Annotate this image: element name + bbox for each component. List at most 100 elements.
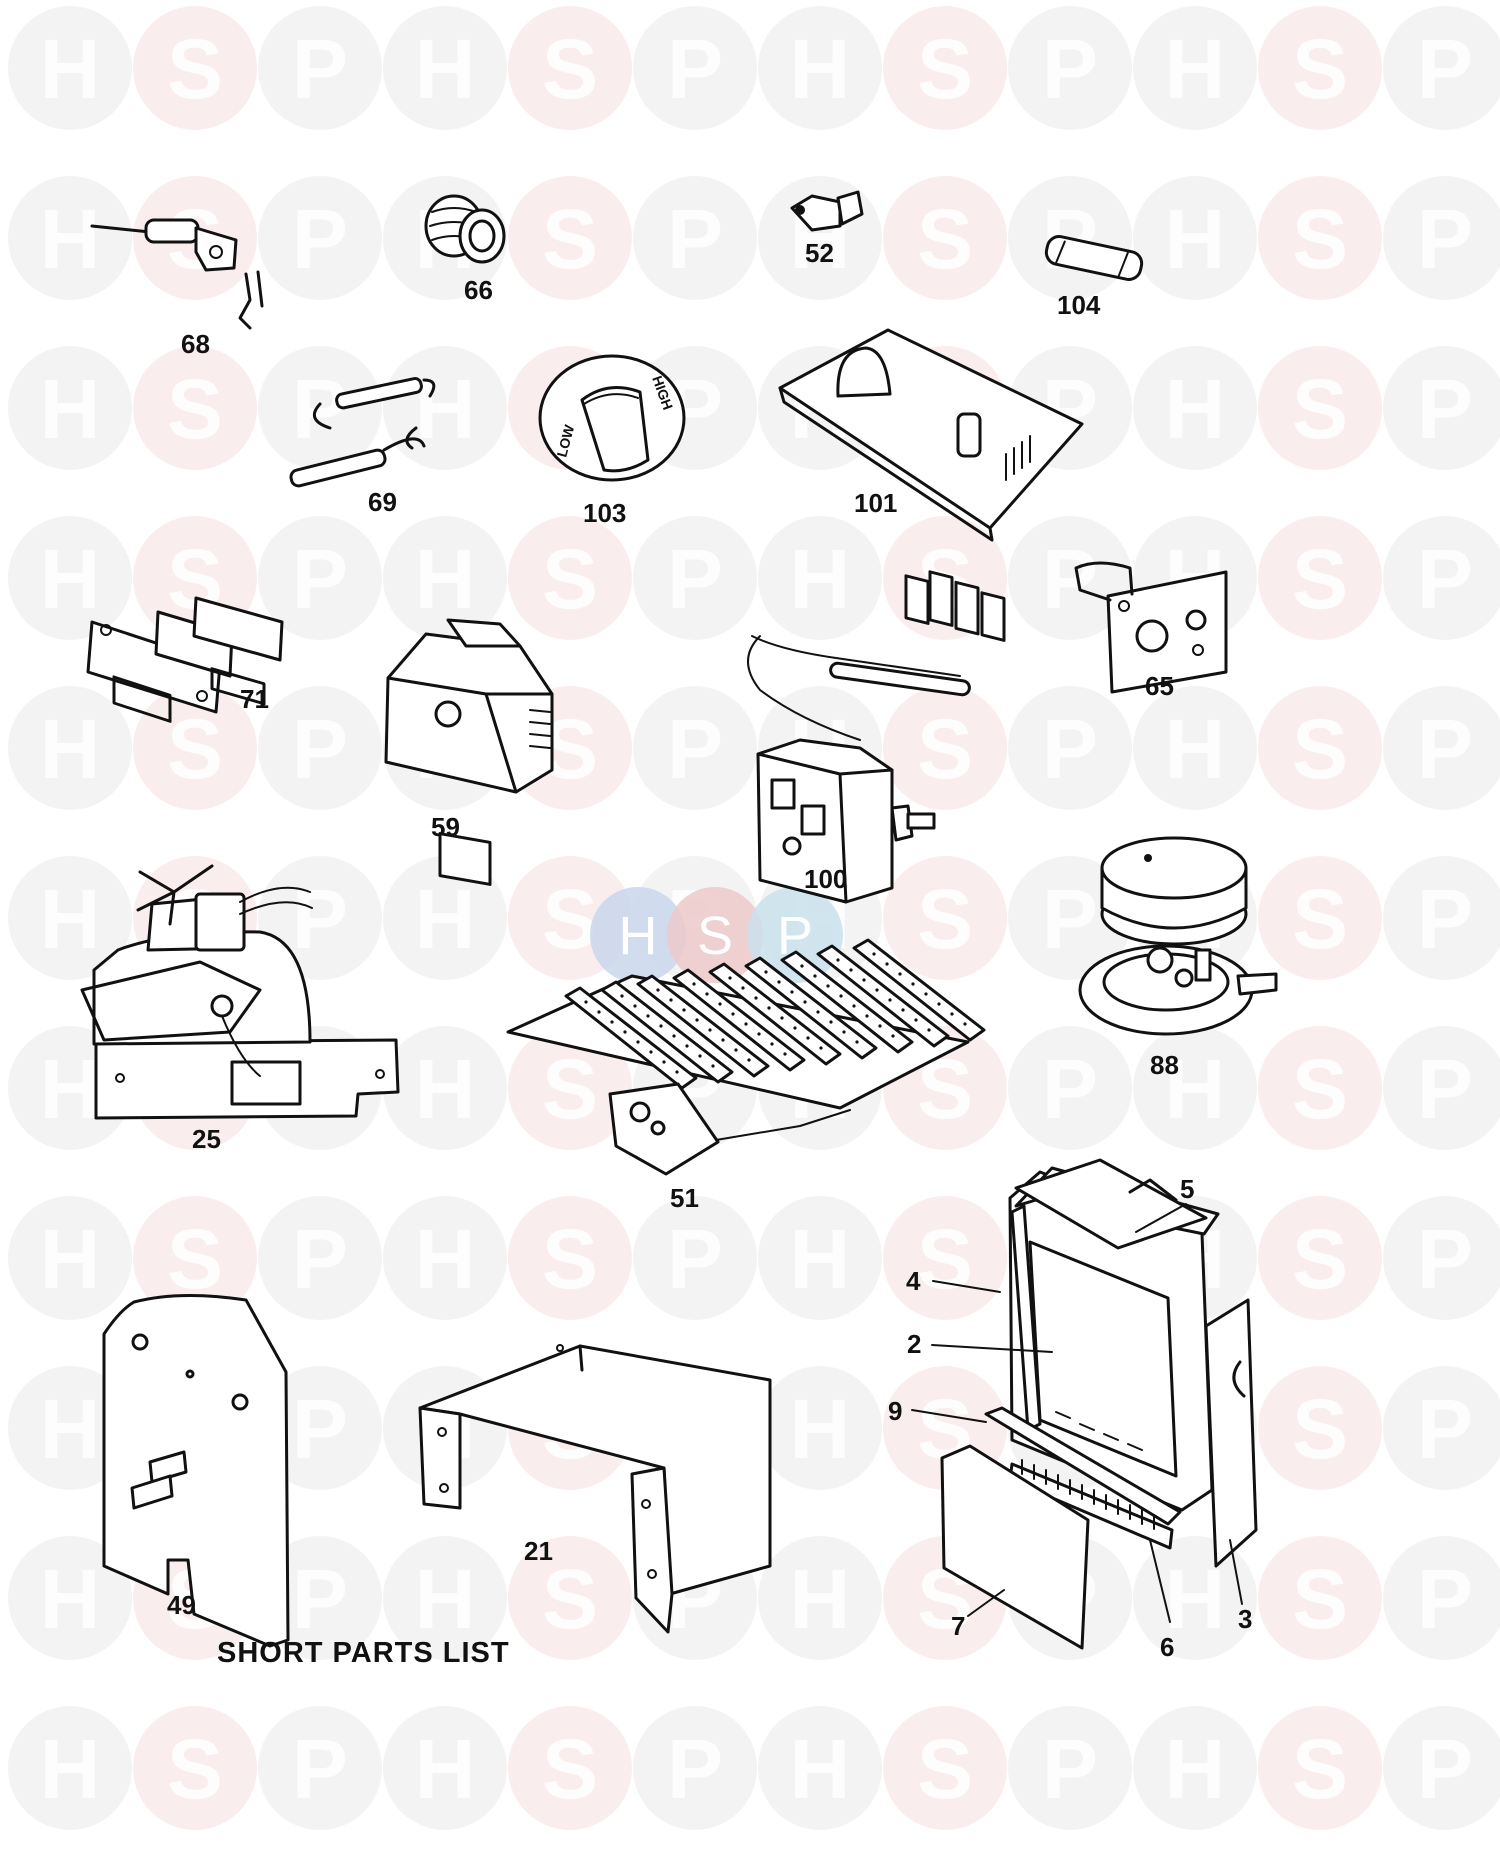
burner-port <box>708 1028 712 1032</box>
watermark-circle <box>1258 516 1382 640</box>
burner-port <box>659 1024 663 1028</box>
burner-port <box>813 974 817 978</box>
watermark-letter: P <box>292 362 348 456</box>
watermark-letter: P <box>1042 532 1098 626</box>
watermark-logo-letter: S <box>697 906 733 966</box>
part-52-injector[interactable] <box>790 190 864 232</box>
watermark-circle <box>1133 1026 1257 1150</box>
watermark-letter: H <box>1165 22 1226 116</box>
watermark-letter: P <box>1417 1722 1473 1816</box>
burner-port <box>597 1010 601 1014</box>
watermark-circle <box>508 1536 632 1660</box>
burner-port <box>849 968 853 972</box>
part-59-gas-valve[interactable] <box>384 618 554 886</box>
watermark-circle <box>258 6 382 130</box>
watermark-letter: H <box>40 1382 101 1476</box>
label-49: 49 <box>167 1590 196 1620</box>
burner-port <box>682 1008 686 1012</box>
watermark-circle <box>133 1706 257 1830</box>
watermark-circle <box>1133 1536 1257 1660</box>
burner-port <box>875 988 879 992</box>
part-88-pressure-switch[interactable] <box>1078 836 1278 1036</box>
watermark-letter: H <box>415 1042 476 1136</box>
watermark-circle <box>383 6 507 130</box>
watermark-circle <box>1258 1706 1382 1830</box>
label-65: 65 <box>1145 671 1174 701</box>
burner-port <box>675 1070 679 1074</box>
watermark-letter: P <box>1042 702 1098 796</box>
watermark-letter: H <box>790 1382 851 1476</box>
part-71-gaskets[interactable] <box>86 596 284 723</box>
watermark-circle <box>8 516 132 640</box>
label-9: 9 <box>888 1396 902 1426</box>
part-103-control-knob[interactable]: LOW HIGH <box>538 354 686 482</box>
watermark-logo-letter: H <box>619 906 658 966</box>
watermark-circle <box>508 1196 632 1320</box>
part-68-electrode[interactable] <box>90 218 264 330</box>
label-3: 3 <box>1238 1604 1252 1634</box>
watermark-letter: P <box>1417 192 1473 286</box>
watermark-letter: S <box>917 22 973 116</box>
burner-port <box>731 1012 735 1016</box>
watermark-letter: P <box>1417 1042 1473 1136</box>
watermark-letter: H <box>790 22 851 116</box>
part-69-wire-links[interactable] <box>289 377 436 488</box>
watermark-circle <box>1383 1536 1500 1660</box>
watermark-circle <box>1258 1366 1382 1490</box>
watermark-circle <box>8 1196 132 1320</box>
watermark-circle <box>1383 346 1500 470</box>
watermark-circle <box>1258 686 1382 810</box>
burner-port <box>819 1046 823 1050</box>
watermark-circle <box>883 1706 1007 1830</box>
part-101-pcb[interactable] <box>778 328 1084 642</box>
watermark-letter: S <box>542 532 598 626</box>
watermark-letter: H <box>1165 702 1226 796</box>
watermark-letter: S <box>542 872 598 966</box>
watermark-circle <box>508 6 632 130</box>
burner-port <box>646 1014 650 1018</box>
watermark-letter: P <box>1042 22 1098 116</box>
part-21-casing[interactable] <box>418 1344 772 1634</box>
label-103: 103 <box>583 498 626 528</box>
watermark-letter: P <box>1417 532 1473 626</box>
burner-port <box>790 990 794 994</box>
label-2: 2 <box>907 1329 921 1359</box>
label-104: 104 <box>1057 290 1101 320</box>
burner-port <box>636 1040 640 1044</box>
watermark-circle <box>883 686 1007 810</box>
watermark-circle <box>1383 1196 1500 1320</box>
part-100-thermostat[interactable] <box>747 635 971 904</box>
watermark-circle <box>508 1706 632 1830</box>
burner-port <box>620 994 624 998</box>
part-49-front-panel[interactable] <box>102 1293 290 1648</box>
watermark-letter: P <box>667 192 723 286</box>
label-88: 88 <box>1150 1050 1179 1080</box>
part-104-fuse[interactable] <box>1044 234 1144 281</box>
watermark-letter: S <box>917 872 973 966</box>
part-51-burner[interactable] <box>506 938 986 1176</box>
watermark-circle <box>883 856 1007 980</box>
part-66-sight-glass[interactable] <box>424 194 506 264</box>
watermark-circle <box>8 1706 132 1830</box>
watermark-letter: H <box>790 1212 851 1306</box>
watermark-letter: S <box>917 1212 973 1306</box>
burner-port <box>826 984 830 988</box>
burner-port <box>950 1012 954 1016</box>
part-65-bracket[interactable] <box>1074 561 1228 694</box>
watermark-circle <box>1258 346 1382 470</box>
burner-port <box>698 1054 702 1058</box>
burner-port <box>885 962 889 966</box>
label-68: 68 <box>181 329 210 359</box>
watermark-circle <box>8 346 132 470</box>
watermark-letter: S <box>542 22 598 116</box>
part-control-box-assembly[interactable] <box>940 1158 1258 1650</box>
watermark-circle <box>8 1366 132 1490</box>
callout-leaders <box>911 1203 1243 1623</box>
watermark-circle <box>133 686 257 810</box>
watermark-circle <box>1258 6 1382 130</box>
watermark-letter: H <box>40 1042 101 1136</box>
watermark-letter: S <box>1292 702 1348 796</box>
burner-port <box>649 1050 653 1054</box>
part-25-fan-assembly[interactable] <box>80 864 400 1120</box>
watermark-letter: H <box>40 1552 101 1646</box>
